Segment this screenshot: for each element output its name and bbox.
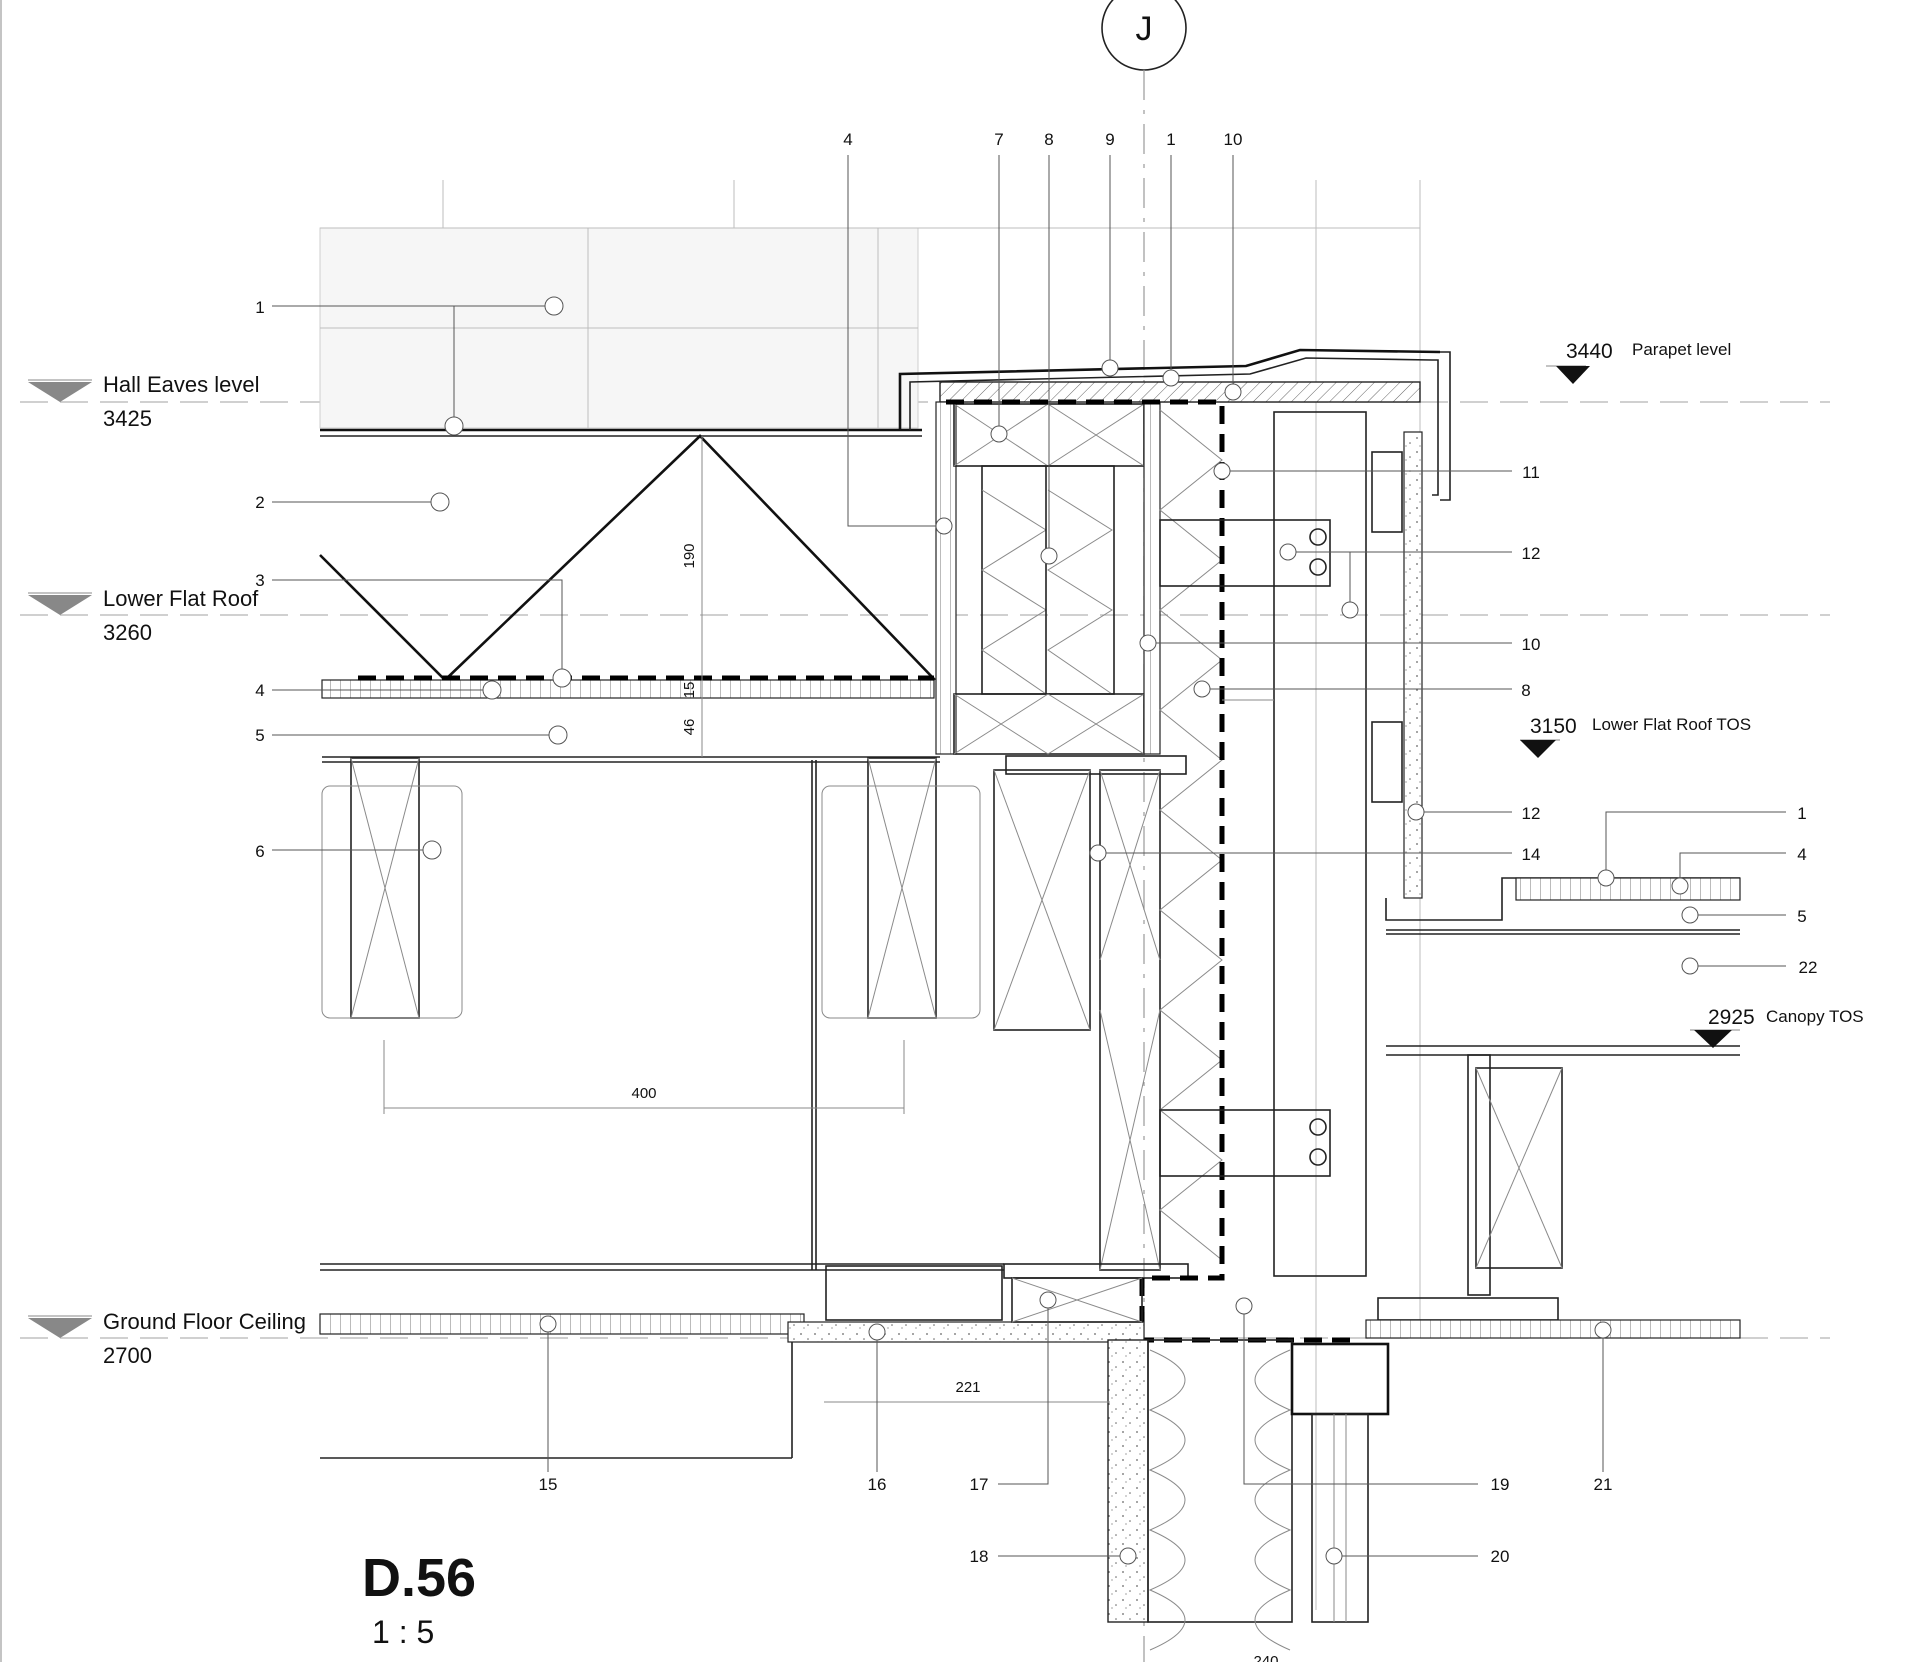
callout-tag: 18	[970, 1547, 989, 1566]
callout-tag: 14	[1522, 845, 1541, 864]
callout-tag: 16	[868, 1475, 887, 1494]
level-hall-eaves: Hall Eaves level 3425	[28, 372, 260, 431]
callout-tag: 7	[994, 130, 1003, 149]
roof-zigzag	[319, 434, 936, 682]
datum-lines	[20, 401, 1830, 1339]
callout-tag: 12	[1522, 544, 1541, 563]
callout-tag: 21	[1594, 1475, 1613, 1494]
callout-tag: 8	[1521, 681, 1530, 700]
level-value: 2700	[103, 1343, 152, 1368]
callout-tag: 10	[1522, 635, 1541, 654]
timber-beams	[935, 401, 1161, 755]
ceiling-buildup	[319, 1263, 1145, 1459]
callout-tag: 4	[1797, 845, 1806, 864]
callout-tag: 5	[255, 726, 264, 745]
callout-tag: 1	[255, 298, 264, 317]
level-value: 3425	[103, 406, 152, 431]
background-elevation	[319, 180, 1421, 1610]
drawing-title: D.56	[362, 1548, 476, 1608]
callout-tag: 2	[255, 493, 264, 512]
level-value: 3260	[103, 620, 152, 645]
level-name: Lower Flat Roof	[103, 586, 259, 611]
grid-line-j: J	[1101, 0, 1187, 1662]
level-name: Parapet level	[1632, 340, 1731, 359]
grid-label: J	[1136, 10, 1153, 48]
level-canopy-tos: 2925 Canopy TOS	[1690, 1006, 1864, 1048]
callout-tag: 12	[1522, 804, 1541, 823]
callouts-right: 11 12 10 8 12 14 1 4 5 22	[1089, 462, 1818, 977]
level-name: Ground Floor Ceiling	[103, 1309, 306, 1334]
callout-tag: 17	[970, 1475, 989, 1494]
callout-tag: 15	[539, 1475, 558, 1494]
level-lower-flat-roof: Lower Flat Roof 3260	[28, 586, 259, 645]
callout-tag: 11	[1522, 463, 1540, 482]
callout-tag: 9	[1105, 130, 1114, 149]
callouts-left: 1 2 3 4 5 6	[255, 296, 572, 861]
level-name: Lower Flat Roof TOS	[1592, 715, 1751, 734]
dimension-46: 46	[681, 719, 698, 736]
dimension-240: 240	[1253, 1653, 1278, 1662]
drawing-scale: 1 : 5	[372, 1614, 434, 1650]
level-name: Hall Eaves level	[103, 372, 260, 397]
callout-tag: 1	[1166, 130, 1175, 149]
batten-zigzag	[1159, 409, 1223, 1261]
level-name: Canopy TOS	[1766, 1007, 1864, 1026]
dimension-15: 15	[681, 682, 698, 699]
level-ground-floor-ceiling: Ground Floor Ceiling 2700	[28, 1309, 306, 1368]
callout-tag: 8	[1044, 130, 1053, 149]
hall-roof-buildup	[320, 348, 1451, 501]
cladding-zone	[1159, 411, 1423, 1277]
callout-tag: 6	[255, 842, 264, 861]
callout-tag: 10	[1224, 130, 1243, 149]
dimension-400: 400	[631, 1085, 656, 1102]
joists	[321, 757, 981, 1019]
callout-tag: 4	[255, 681, 264, 700]
lower-roof-layer	[321, 675, 940, 763]
callout-tag: 5	[1797, 907, 1806, 926]
level-parapet: 3440 Parapet level	[1546, 340, 1731, 384]
level-value: 3440	[1566, 340, 1613, 363]
wall-below	[1107, 1339, 1390, 1651]
level-value: 3150	[1530, 715, 1577, 738]
callouts-bottom: 15 16 17 19 21 18 20	[539, 1291, 1613, 1566]
title-block: D.56 1 : 5	[362, 1548, 476, 1650]
canopy-roof	[1365, 877, 1741, 1339]
level-lower-flat-roof-tos: 3150 Lower Flat Roof TOS	[1520, 715, 1751, 758]
callout-tag: 22	[1799, 958, 1818, 977]
steel-section	[993, 755, 1189, 1279]
callouts-top: 4 7 8 9 1 10	[843, 130, 1243, 565]
callout-tag: 19	[1491, 1475, 1510, 1494]
callout-tag: 3	[255, 571, 264, 590]
level-value: 2925	[1708, 1006, 1755, 1029]
callout-tag: 1	[1797, 804, 1806, 823]
dimension-190: 190	[681, 543, 698, 568]
callout-tag: 4	[843, 130, 852, 149]
dimensions: 190 15 46 400 221 240	[383, 436, 1279, 1662]
dimension-221: 221	[955, 1379, 980, 1396]
callout-tag: 20	[1491, 1547, 1510, 1566]
